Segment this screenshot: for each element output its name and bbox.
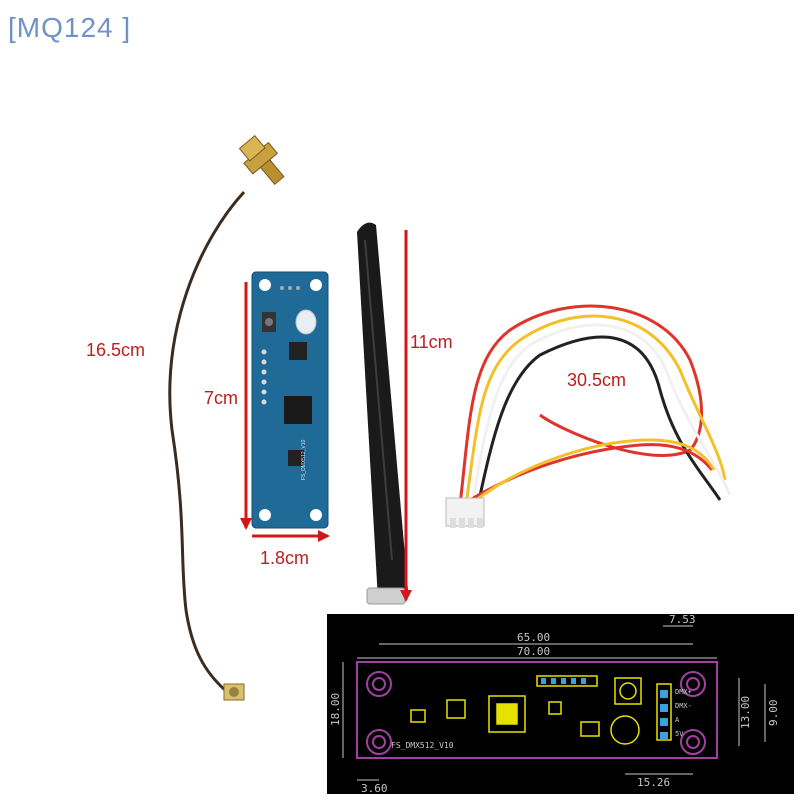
cad-components <box>410 675 672 745</box>
cad-pad-row <box>541 678 586 684</box>
product-code-badge: [MQ124 ] <box>8 12 132 43</box>
cad-board-outline <box>356 661 718 759</box>
cad-dim-9: 9.00 <box>767 700 780 727</box>
sma-connector <box>238 135 285 186</box>
cad-dim-360: 3.60 <box>361 782 388 794</box>
board-silkscreen: FS_DMX512_V10 <box>301 439 307 480</box>
cad-drawing-panel: 65.00 70.00 7.53 18.00 13.00 9.00 3.60 1… <box>327 613 794 795</box>
cad-dim-18: 18.00 <box>329 693 342 726</box>
antenna <box>357 222 408 605</box>
cad-dim-70: 70.00 <box>517 645 550 658</box>
wire-connector <box>445 497 485 528</box>
cad-header-pins <box>660 690 668 740</box>
cad-dim-65: 65.00 <box>517 631 550 644</box>
dimension-lines <box>240 230 412 602</box>
cad-board-label: FS_DMX512_V10 <box>391 741 454 750</box>
board-width-label: 1.8cm <box>260 548 310 568</box>
board-length-label: 7cm <box>204 388 239 408</box>
dmx-pcb-board: FS_DMX512_V10 <box>251 271 329 529</box>
wire-length-label: 30.5cm <box>567 370 627 390</box>
cad-dimension-lines <box>342 625 766 781</box>
cad-mounting-holes <box>366 671 706 755</box>
antenna-length-label: 11cm <box>410 332 453 352</box>
cad-pin-label-3: A <box>675 716 680 724</box>
cad-drawing: 65.00 70.00 7.53 18.00 13.00 9.00 3.60 1… <box>329 613 780 795</box>
wire-harness <box>458 304 732 506</box>
rf-pigtail-cable <box>168 135 285 701</box>
cad-dim-1526: 15.26 <box>637 776 670 789</box>
cad-dim-13: 13.00 <box>739 696 752 729</box>
cad-pin-label-4: 5V <box>675 730 684 738</box>
cable-length-label: 16.5cm <box>86 340 146 360</box>
cad-pin-label-1: DMX+ <box>675 688 692 696</box>
cad-pin-label-2: DMX- <box>675 702 692 710</box>
ufl-connector <box>223 683 245 701</box>
cad-dim-753: 7.53 <box>669 614 696 626</box>
